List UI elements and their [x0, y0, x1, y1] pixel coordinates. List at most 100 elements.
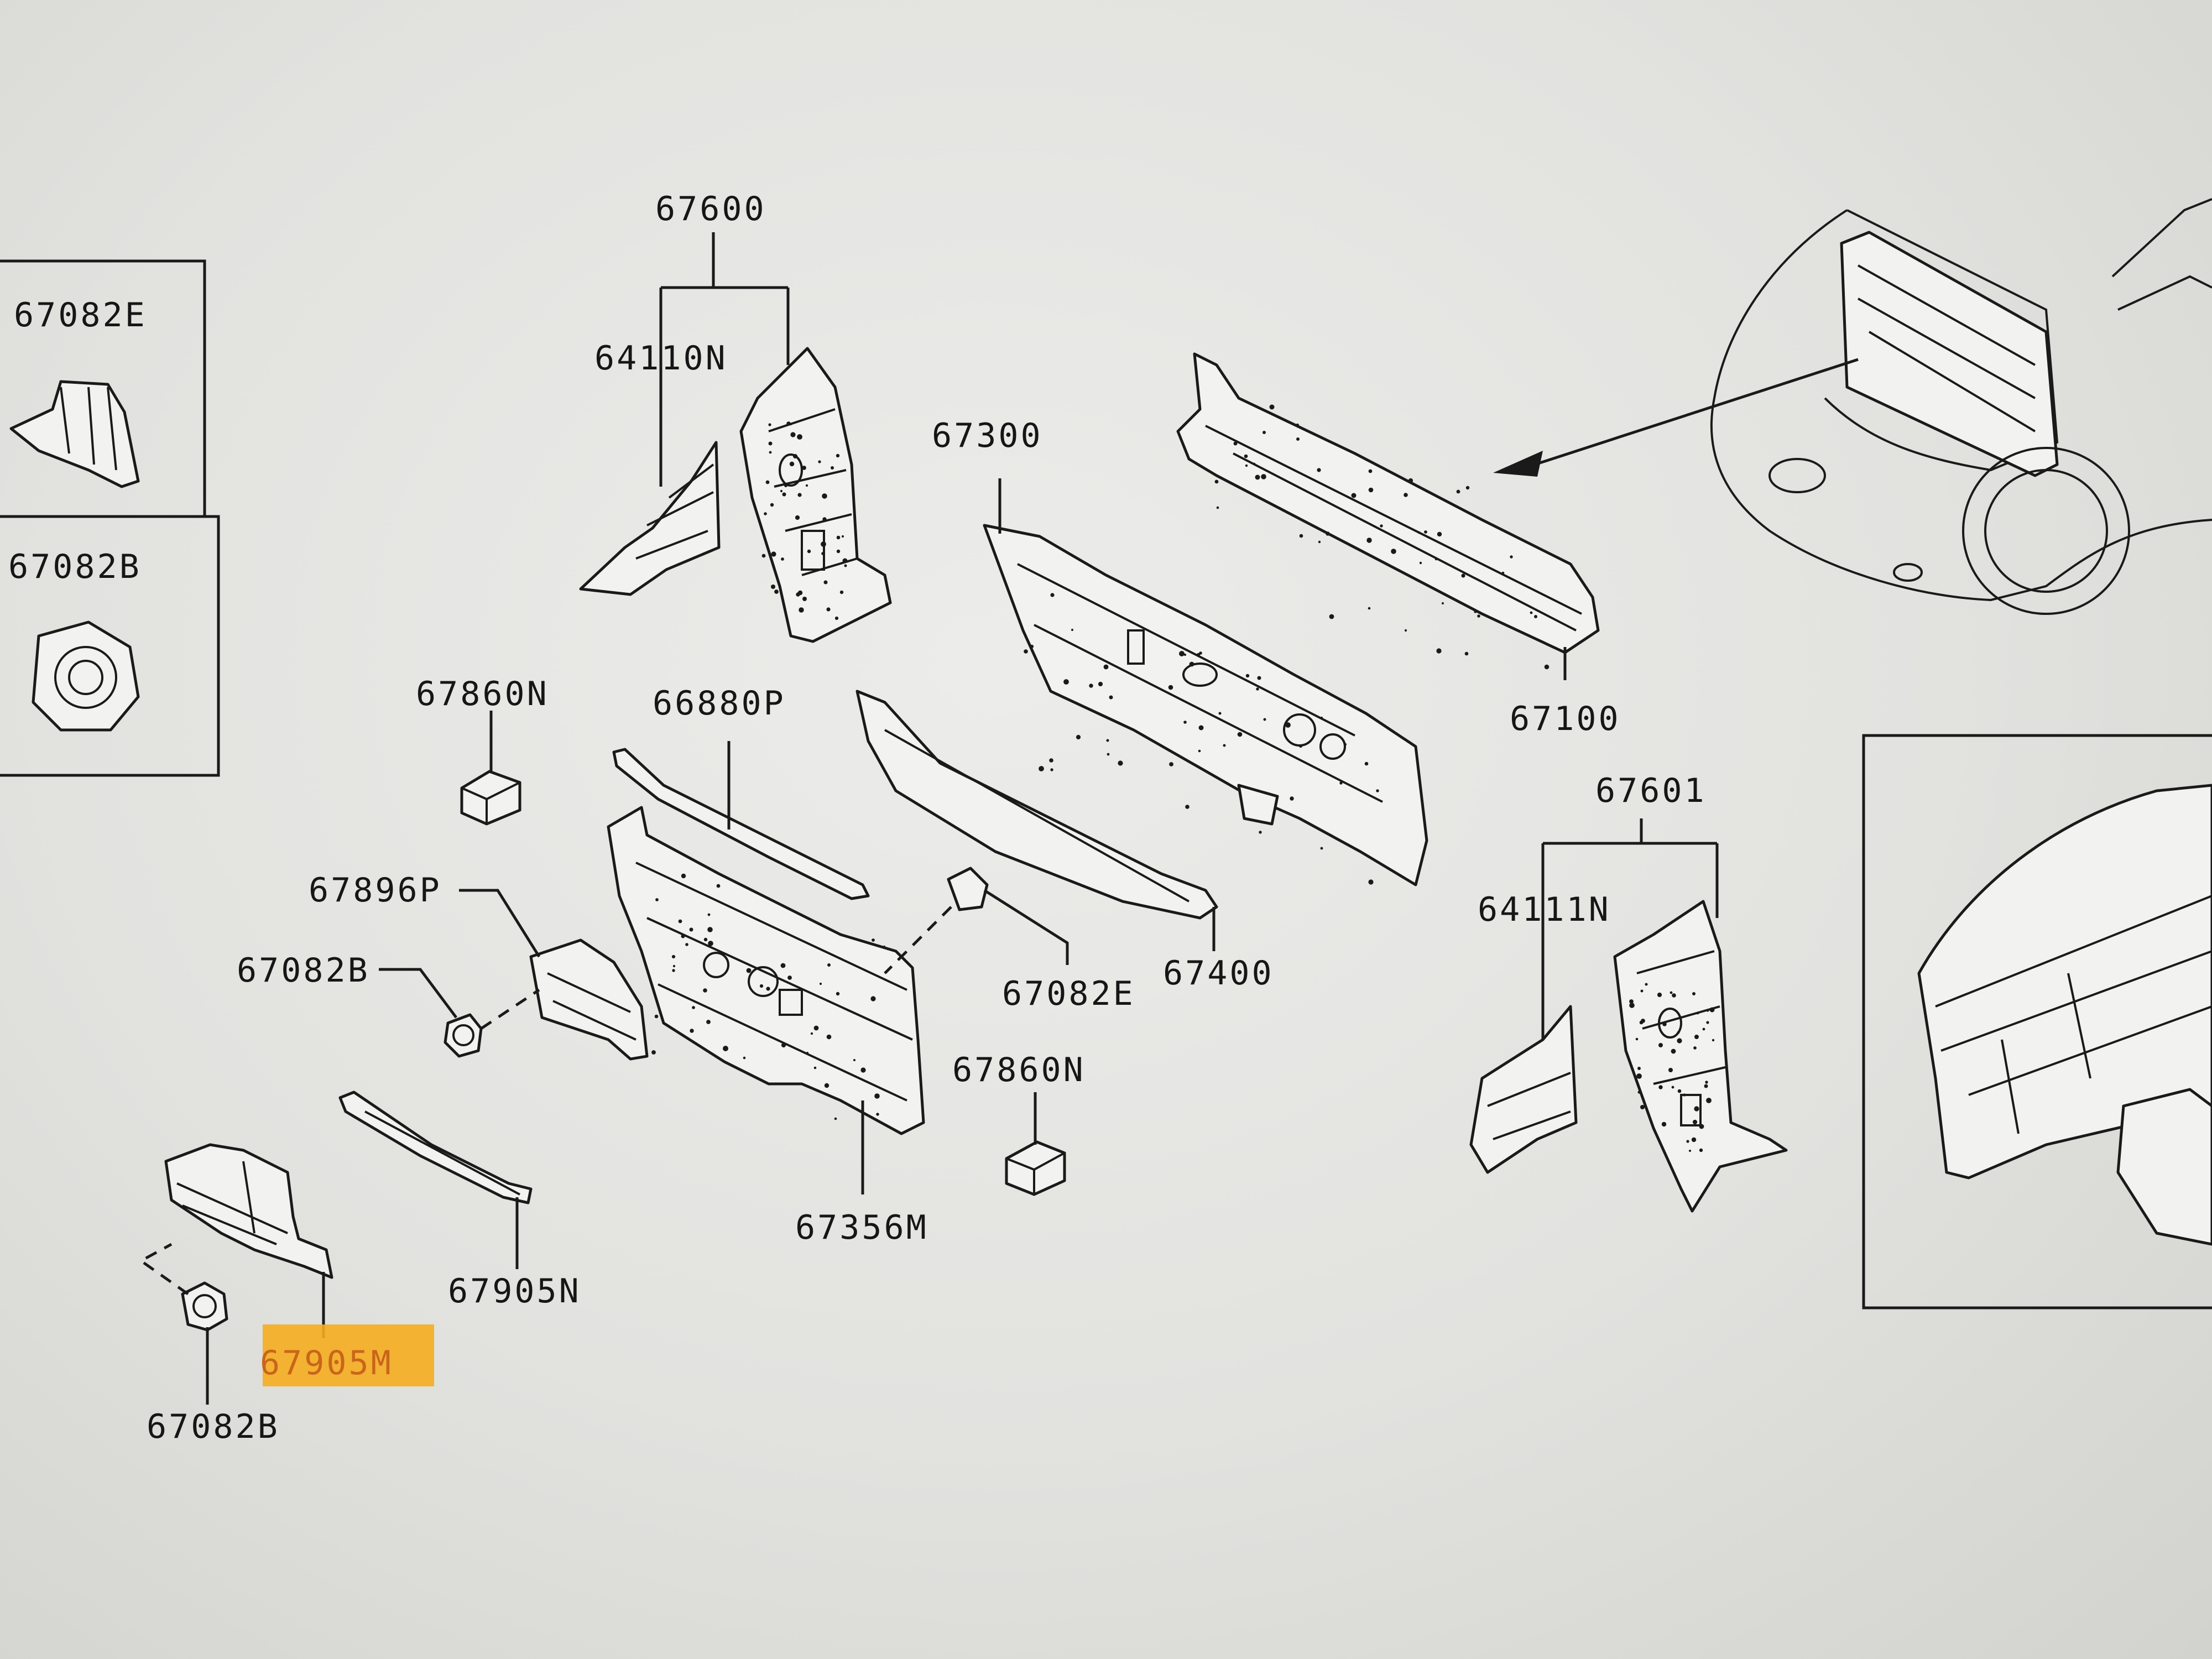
speckle	[672, 964, 676, 968]
speckle	[1692, 1119, 1698, 1125]
speckle	[707, 913, 711, 916]
speckle	[872, 938, 875, 942]
speckle	[1118, 760, 1123, 766]
speckle	[1296, 437, 1300, 441]
speckle	[1658, 1043, 1663, 1047]
part-67601-pillar	[1613, 900, 1788, 1213]
speckle	[1039, 766, 1044, 771]
speckle	[781, 1042, 786, 1048]
speckle	[1218, 712, 1222, 715]
speckle	[723, 1046, 728, 1051]
speckle	[1677, 1038, 1682, 1044]
label-67100: 67100	[1510, 700, 1621, 738]
speckle	[1530, 611, 1533, 614]
speckle	[1408, 478, 1413, 483]
speckle	[1185, 805, 1190, 809]
speckle	[1368, 487, 1374, 493]
speckle	[1477, 614, 1480, 618]
part-67100-cowl	[1176, 352, 1600, 680]
speckle	[716, 884, 721, 888]
speckle	[1368, 879, 1374, 885]
speckle	[1694, 1035, 1699, 1039]
label-67905N: 67905N	[448, 1272, 581, 1311]
speckle	[806, 1052, 808, 1054]
speckle	[1670, 991, 1673, 994]
speckle	[844, 564, 847, 567]
speckle	[681, 934, 685, 938]
speckle	[766, 987, 770, 991]
speckle	[1461, 573, 1465, 578]
speckle	[655, 898, 659, 901]
speckle	[789, 461, 795, 467]
label-67082E-mid: 67082E	[1002, 974, 1135, 1013]
speckle	[1257, 676, 1261, 680]
part-66880P-seal	[612, 748, 870, 900]
speckle	[1024, 649, 1028, 654]
label-67860N-top: 67860N	[416, 675, 549, 713]
speckle	[1071, 629, 1073, 631]
speckle	[1694, 1106, 1699, 1112]
speckle	[1298, 744, 1303, 748]
speckle	[1419, 561, 1422, 565]
speckle	[1637, 1067, 1641, 1070]
speckle	[836, 992, 840, 996]
speckle	[1063, 679, 1069, 685]
speckle	[793, 454, 797, 458]
speckle	[1424, 530, 1427, 534]
speckle	[685, 943, 688, 946]
part-67860N-block-top	[460, 711, 521, 826]
speckle	[802, 466, 806, 470]
speckle	[1351, 493, 1357, 498]
speckle	[1638, 1091, 1641, 1094]
speckle	[836, 535, 841, 540]
speckle	[1050, 768, 1053, 771]
speckle	[703, 937, 708, 942]
speckle	[836, 549, 841, 554]
speckle	[1049, 758, 1053, 763]
speckle	[789, 422, 792, 426]
speckle	[1456, 489, 1460, 494]
part-67082E-clip	[884, 867, 1069, 974]
speckle	[1253, 462, 1256, 466]
speckle	[770, 503, 774, 507]
label-67082E-inset: 67082E	[14, 296, 147, 335]
speckle	[1699, 1124, 1704, 1129]
speckle	[831, 466, 834, 469]
speckle	[1109, 695, 1113, 700]
speckle	[813, 1025, 819, 1031]
vehicle-location-inset	[1493, 198, 2212, 615]
speckle	[1696, 1011, 1699, 1015]
speckle	[703, 988, 707, 993]
speckle	[771, 585, 775, 589]
speckle	[1183, 653, 1187, 656]
speckle	[784, 484, 787, 487]
speckle	[1671, 1048, 1676, 1054]
speckle	[651, 1050, 656, 1055]
speckle	[746, 968, 752, 973]
speckle	[1640, 989, 1644, 993]
speckle	[1223, 744, 1226, 747]
speckle	[842, 558, 848, 564]
speckle	[802, 597, 807, 601]
speckle	[1103, 664, 1109, 670]
speckle	[1320, 847, 1323, 850]
part-67896P-bracket	[459, 889, 649, 1061]
speckle	[1089, 684, 1093, 688]
speckle	[1098, 681, 1103, 687]
speckle	[819, 982, 822, 985]
speckle	[774, 589, 779, 594]
speckle	[1285, 722, 1291, 728]
speckle	[768, 441, 773, 446]
leader-67600	[659, 232, 790, 487]
speckle	[1233, 441, 1238, 446]
speckle	[824, 1083, 830, 1088]
speckle	[1107, 753, 1110, 756]
speckle	[1368, 469, 1373, 473]
panel-texture	[651, 404, 1715, 1152]
speckle	[1702, 1027, 1705, 1031]
speckle	[1196, 653, 1201, 657]
speckle	[707, 927, 713, 932]
speckle	[1640, 1105, 1645, 1109]
speckle	[1641, 1019, 1645, 1023]
speckle	[768, 423, 771, 426]
